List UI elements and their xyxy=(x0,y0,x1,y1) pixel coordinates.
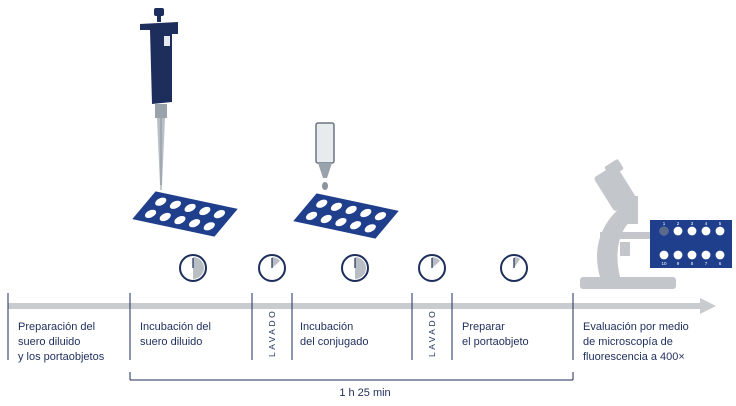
slide-number: 10 xyxy=(661,261,667,266)
step-separators xyxy=(7,293,574,360)
slide-icon xyxy=(293,193,399,239)
step-label-preparation: Preparación del suero diluido y los port… xyxy=(18,321,105,363)
step-label-serum-incubation: Incubación del suero diluido xyxy=(140,321,211,348)
pipette-icon xyxy=(140,8,178,190)
dropper-icon xyxy=(315,122,335,190)
step-label-evaluation: Evaluación por medio de microscopía de f… xyxy=(583,321,689,363)
slide-number: 7 xyxy=(705,261,708,266)
timer-icon xyxy=(341,254,369,282)
step-label-conjugate-incubation: Incubación del conjugado xyxy=(300,321,369,348)
slide-icon xyxy=(132,191,238,237)
wash-label: LAVADO xyxy=(267,308,277,357)
slide-number: 4 xyxy=(705,221,708,226)
step-label-prepare-slide: Preparar el portaobjeto xyxy=(462,321,529,348)
wash-label: LAVADO xyxy=(427,308,437,357)
slide-number: 9 xyxy=(677,261,680,266)
total-time-bracket xyxy=(129,372,574,381)
slide-number: 5 xyxy=(719,221,722,226)
timer-icon xyxy=(179,254,207,282)
slide-number: 1 xyxy=(663,221,666,226)
timeline-arrow xyxy=(8,298,716,314)
slide-number: 2 xyxy=(677,221,680,226)
timer-icon xyxy=(258,254,286,282)
timer-icon xyxy=(418,254,446,282)
slide-number: 6 xyxy=(719,261,722,266)
slide-number: 8 xyxy=(691,261,694,266)
slide-number: 3 xyxy=(691,221,694,226)
timer-icon xyxy=(500,254,528,282)
slide-icon: 1 2 3 4 5 10 9 8 7 6 xyxy=(650,220,732,268)
microscope-icon xyxy=(580,159,676,289)
total-time-label: 1 h 25 min xyxy=(339,387,391,399)
